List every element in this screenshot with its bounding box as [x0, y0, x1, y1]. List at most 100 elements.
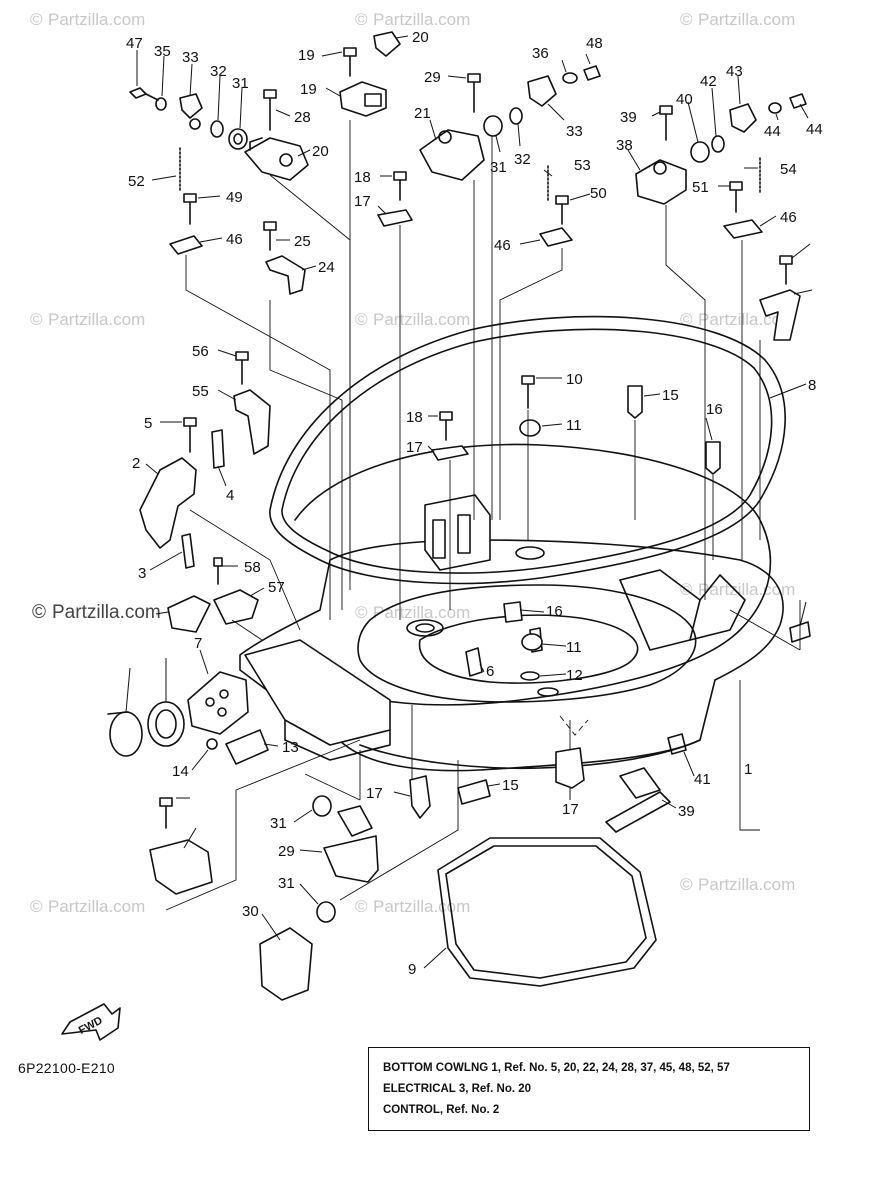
callout-21: 24 — [318, 259, 335, 276]
callout-5: 5 — [144, 415, 152, 432]
callout-4: 4 — [226, 487, 234, 504]
callout-20: 18 — [354, 169, 371, 186]
watermark-copyright: © — [355, 10, 368, 29]
callout-31: 31 — [278, 875, 295, 892]
watermark-copyright: © — [30, 897, 43, 916]
watermark-copyright: © — [680, 875, 693, 894]
watermark-copyright: © — [680, 10, 693, 29]
callout-20: 18 — [406, 409, 423, 426]
callout-layer: 47 35 33 32 31 20 28 19 20 19 29 21 31 3… — [126, 29, 823, 978]
callout-31: 31 — [270, 815, 287, 832]
info-line-control: CONTROL, Ref. No. 2 — [383, 1104, 500, 1116]
callout-18: 16 — [706, 401, 723, 418]
callout-18: 15 — [662, 387, 679, 404]
callout-41: 43 — [726, 63, 743, 80]
watermark-brand: Partzilla.com — [373, 310, 470, 329]
callout-49: 57 — [268, 579, 285, 596]
callout-12: 12 — [566, 667, 583, 684]
callout-9: 9 — [408, 961, 416, 978]
callout-45: 51 — [692, 179, 709, 196]
watermark-brand: Partzilla.com — [698, 580, 795, 599]
callout-3: 3 — [138, 565, 146, 582]
callout-48: 56 — [192, 343, 209, 360]
callout-8: 8 — [808, 377, 816, 394]
callout-46: 54 — [780, 161, 797, 178]
callout-39: 40 — [676, 91, 693, 108]
callout-42: 44 — [806, 121, 823, 138]
callout-25: 20 — [412, 29, 429, 46]
callout-36: 38 — [616, 137, 633, 154]
callout-43: 44 — [764, 123, 781, 140]
callout-31: 31 — [490, 159, 507, 176]
callout-14: 14 — [172, 763, 189, 780]
callout-16: 16 — [546, 603, 563, 620]
info-line-bottom-cowling: BOTTOM COWLNG 1, Ref. No. 5, 20, 22, 24,… — [383, 1062, 730, 1074]
reference-info-box: BOTTOM COWLNG 1, Ref. No. 5, 20, 22, 24,… — [368, 1047, 810, 1131]
reference-lines — [165, 120, 801, 911]
callout-19: 17 — [406, 439, 423, 456]
callout-32: 32 — [210, 63, 227, 80]
callout-47: 55 — [192, 383, 209, 400]
watermark-brand: Partzilla.com — [373, 897, 470, 916]
callout-27: 21 — [414, 105, 431, 122]
callout-6: 6 — [486, 663, 494, 680]
fwd-arrow-icon: FWD — [61, 1003, 121, 1041]
callout-38: 39 — [678, 803, 695, 820]
callout-19: 17 — [354, 193, 371, 210]
callout-45: 49 — [226, 189, 243, 206]
callout-30: 30 — [242, 903, 259, 920]
watermark-copyright: © — [32, 602, 46, 623]
callout-44: 46 — [226, 231, 243, 248]
callout-45: 50 — [590, 185, 607, 202]
callout-35: 35 — [154, 43, 171, 60]
callout-34: 48 — [586, 35, 603, 52]
callout-26: 20 — [312, 143, 329, 160]
callout-13: 13 — [282, 739, 299, 756]
callout-28: 28 — [294, 109, 311, 126]
callout-1: 1 — [744, 761, 752, 778]
callout-46: 52 — [128, 173, 145, 190]
callout-46: 53 — [574, 157, 591, 174]
watermark-copyright: © — [355, 603, 368, 622]
bolt-34 — [129, 87, 159, 101]
watermark-layer: © Partzilla.com © Partzilla.com © Partzi… — [30, 10, 795, 916]
watermark-brand: Partzilla.com — [698, 875, 795, 894]
watermark-brand: Partzilla.com — [48, 10, 145, 29]
callout-44: 46 — [494, 237, 511, 254]
exploded-parts — [107, 31, 811, 1001]
callout-33: 33 — [566, 123, 583, 140]
callout-11: 11 — [566, 639, 582, 656]
callout-44: 46 — [780, 209, 797, 226]
watermark-brand: Partzilla.com — [698, 10, 795, 29]
watermark-copyright: © — [355, 897, 368, 916]
leader-lines — [125, 35, 813, 969]
watermark-brand: Partzilla.com — [48, 310, 145, 329]
callout-7: 7 — [194, 635, 202, 652]
callout-32: 32 — [514, 151, 531, 168]
callout-23: 19 — [300, 81, 317, 98]
callout-24: 19 — [298, 47, 315, 64]
diagram-code: 6P22100-E210 — [18, 1060, 116, 1076]
callout-2: 2 — [132, 455, 140, 472]
callout-33: 33 — [182, 49, 199, 66]
watermark-copyright: © — [30, 10, 43, 29]
bottom-cowling — [239, 315, 786, 772]
callout-17: 17 — [366, 785, 383, 802]
callout-31: 31 — [232, 75, 249, 92]
callout-29: 29 — [278, 843, 295, 860]
callout-11: 11 — [566, 417, 582, 434]
watermark-brand: Partzilla.com — [373, 10, 470, 29]
watermark-copyright: © — [355, 310, 368, 329]
info-line-electrical: ELECTRICAL 3, Ref. No. 20 — [383, 1083, 532, 1095]
callout-39: 41 — [694, 771, 711, 788]
callout-50: 58 — [244, 559, 261, 576]
callout-22: 25 — [294, 233, 311, 250]
callout-10: 10 — [566, 371, 583, 388]
watermark-brand: Partzilla.com — [48, 897, 145, 916]
watermark-brand: Partzilla.com — [373, 603, 470, 622]
callout-15: 15 — [502, 777, 519, 794]
callout-34: 47 — [126, 35, 143, 52]
watermark-copyright: © — [30, 310, 43, 329]
callout-37: 39 — [620, 109, 637, 126]
